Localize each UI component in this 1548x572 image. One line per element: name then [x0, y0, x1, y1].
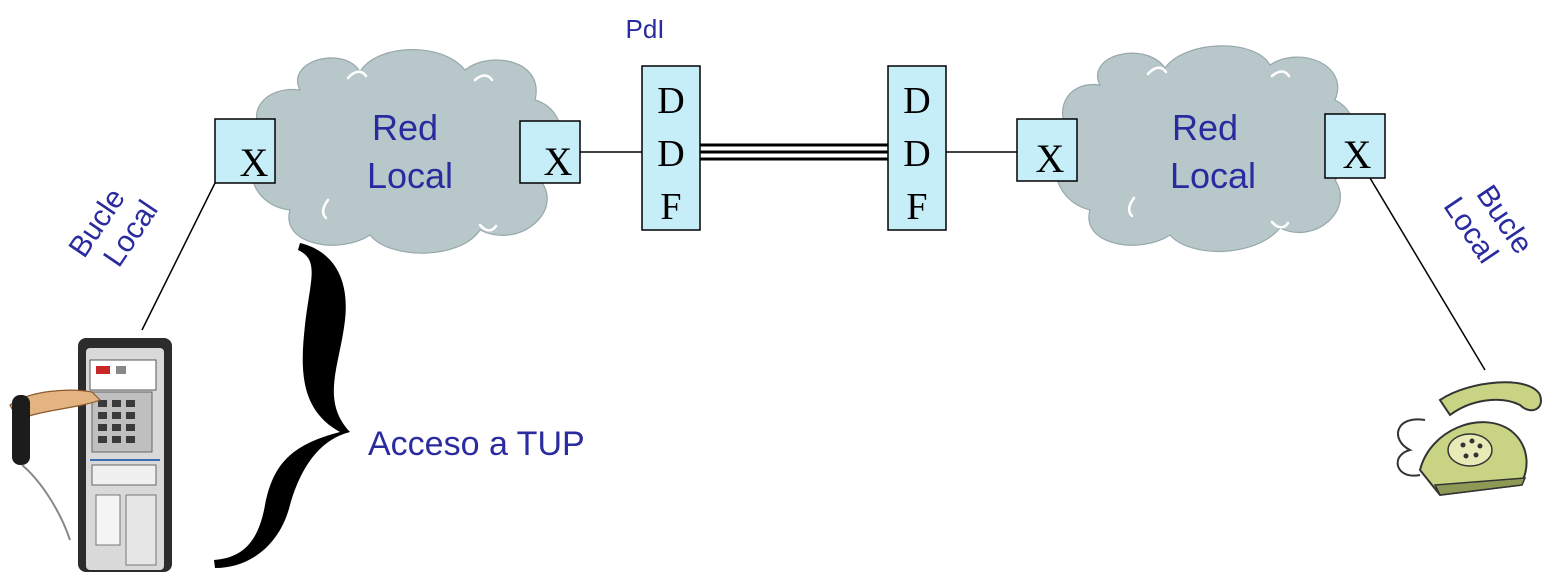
switch-label: X: [240, 140, 269, 185]
access-label: Acceso a TUP: [368, 425, 585, 463]
left-loop-wire: [141, 182, 216, 331]
left-network-label-line2: Local: [367, 155, 453, 196]
switch-label: X: [1343, 132, 1372, 177]
ddf-left-letter-2: D: [657, 133, 684, 175]
right-loop-label: Bucle Local: [1437, 179, 1539, 269]
switch-box-right-inner: X: [1016, 118, 1078, 182]
ddf-left-letter-3: F: [660, 186, 681, 228]
ddf-right-letter-3: F: [906, 186, 927, 228]
interconnection-trunk: [700, 143, 888, 161]
switch-box-left-outer: X: [214, 118, 276, 185]
ddf-left-letter-1: D: [657, 80, 684, 122]
ddf-right: D D F: [887, 65, 947, 231]
ddf-right-letter-2: D: [903, 133, 930, 175]
left-network-label-line1: Red: [372, 107, 438, 148]
left-loop-label: Bucle Local: [63, 183, 165, 273]
ddf-left: D D F: [641, 65, 701, 231]
switch-label: X: [1036, 136, 1065, 181]
right-loop-wire: [1369, 177, 1486, 371]
switch-box-right-outer: X: [1324, 113, 1386, 179]
pdi-label: PdI: [625, 14, 664, 44]
ddf-right-letter-1: D: [903, 80, 930, 122]
payphone-icon: [9, 338, 172, 572]
right-local-network-cloud: Red Local: [1055, 45, 1357, 252]
right-network-label-line1: Red: [1172, 107, 1238, 148]
switch-box-left-inner: X: [519, 120, 581, 184]
left-local-network-cloud: Red Local: [250, 49, 563, 254]
right-network-label-line2: Local: [1170, 155, 1256, 196]
switch-label: X: [544, 139, 573, 184]
access-brace: [214, 243, 350, 568]
rotary-phone-icon: [1396, 381, 1542, 497]
